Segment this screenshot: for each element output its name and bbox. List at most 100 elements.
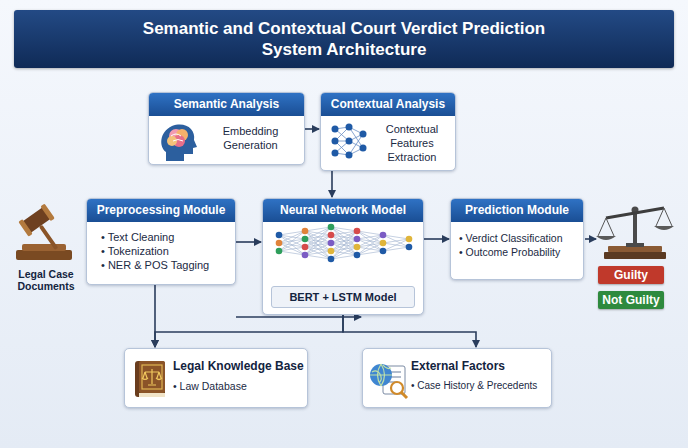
verdict-badge: Guilty [598,266,664,284]
output-arrow [585,238,596,240]
module-body: • Law Database [125,376,307,401]
module-icon [157,121,199,167]
graph-link [383,247,409,251]
bullet-item: • Outcome Probability [459,245,577,259]
bullet-item: • Case History & Precedents [411,379,545,393]
graph-neuron [354,252,361,259]
graph-neuron [354,236,361,243]
bullet-item: • Text Cleaning [101,230,227,244]
gavel-icon [16,204,72,260]
module-body: BERT + LSTM Model [263,222,423,308]
graph-link [357,251,383,255]
module-box: Preprocessing Module• Text Cleaning• Tok… [86,198,236,285]
resource-box: Legal Knowledge Base • Law Database [124,348,308,408]
graph-link [383,239,409,251]
module-box: Prediction Module• Verdict Classificatio… [450,198,584,280]
graph-neuron [406,236,413,243]
module-title: Contextual Analysis [321,93,455,116]
graph-link [331,231,357,259]
module-title: Preprocessing Module [87,199,235,222]
graph-link [331,227,357,255]
graph-neuron [302,228,309,235]
graph-neuron [406,244,413,251]
module-title: Neural Network Model [263,199,423,222]
graph-link [305,227,331,247]
bullet-item: • Law Database [173,379,301,393]
resource-box: External Factors • Case History & Precede… [362,348,552,408]
graph-link [357,243,383,255]
graph-neuron [302,236,309,243]
scales-icon [596,207,674,260]
module-title: Semantic Analysis [149,93,304,116]
module-icon [329,121,369,165]
verdict-label: Guilty [598,266,664,284]
bullet-item: • Tokenization [101,244,227,258]
graph-neuron [380,232,387,239]
module-icon [131,358,169,404]
graph-link [331,231,357,251]
network-graph [271,223,417,263]
module-body: Embedding Generation [149,116,304,160]
flow-connector [155,315,343,347]
model-name: BERT + LSTM Model [271,286,415,308]
graph-neuron [276,232,283,239]
graph-link [279,251,305,255]
graph-link [305,243,331,255]
graph-link [331,255,357,259]
graph-link [279,231,305,251]
module-body: • Verdict Classification• Outcome Probab… [451,222,583,267]
module-title: Legal Knowledge Base [125,349,307,376]
module-icon [367,358,409,404]
module-title: External Factors [363,349,551,376]
graph-link [305,231,331,259]
verdict-badge: Not Guilty [598,291,664,309]
graph-link [279,247,305,251]
graph-link [305,235,331,255]
graph-neuron [302,252,309,259]
graph-link [305,227,331,255]
graph-neuron [328,256,335,263]
module-body: • Case History & Precedents [363,376,551,401]
graph-link [357,231,383,251]
graph-link [331,239,357,259]
flow-connector [343,315,476,347]
graph-neuron [276,248,283,255]
graph-neuron [354,244,361,251]
graph-link [279,235,305,255]
bullet-item: • NER & POS Tagging [101,258,227,272]
graph-link [305,239,331,259]
model-box: Neural Network ModelBERT + LSTM Model [262,198,424,315]
module-body: • Text Cleaning• Tokenization• NER & POS… [87,222,235,280]
graph-neuron [328,240,335,247]
module-body: Contextual Features Extraction [321,116,455,170]
graph-link [305,251,331,255]
graph-link [279,239,305,251]
graph-neuron [380,240,387,247]
step-text: Contextual Features Extraction [375,122,449,164]
verdict-label: Not Guilty [598,291,664,309]
icon-caption: Legal Case Documents [10,268,82,292]
step-text: Embedding Generation [203,124,298,152]
flow-connector [331,171,333,197]
graph-link [331,227,357,247]
graph-link [305,255,331,259]
analysis-box: Contextual AnalysisContextual Features E… [320,92,456,171]
flow-connector [305,128,319,130]
flow-connector [236,241,261,243]
graph-neuron [328,224,335,231]
module-title: Prediction Module [451,199,583,222]
title-bar: Semantic and Contextual Court Verdict Pr… [14,10,674,68]
flow-connector [424,238,449,240]
diagram-title: Semantic and Contextual Court Verdict Pr… [124,10,564,67]
graph-neuron [276,240,283,247]
graph-neuron [354,228,361,235]
graph-link [331,247,357,259]
bullet-item: • Verdict Classification [459,231,577,245]
graph-neuron [380,248,387,255]
graph-neuron [302,244,309,251]
analysis-box: Semantic AnalysisEmbedding Generation [148,92,305,165]
graph-neuron [328,232,335,239]
graph-link [357,235,383,255]
graph-neuron [328,248,335,255]
